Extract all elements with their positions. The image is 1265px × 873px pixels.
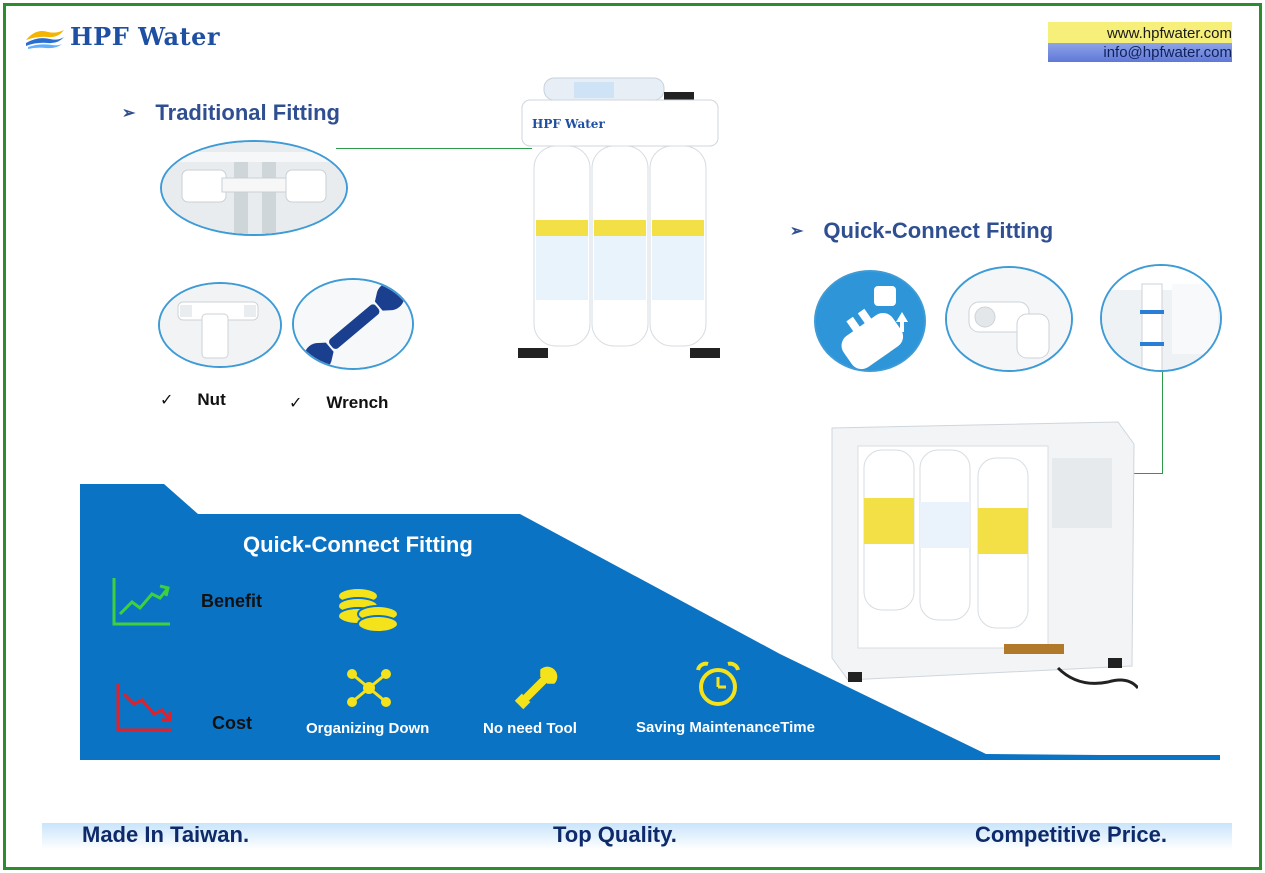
push-fit-icon <box>816 272 924 370</box>
traditional-fitting-heading: ➢ Traditional Fitting <box>122 100 340 126</box>
quick-connect-usage-photo <box>814 270 926 372</box>
quick-connect-installed-photo <box>1100 264 1222 372</box>
banner-title: Quick-Connect Fitting <box>243 532 473 557</box>
product-brand-label: HPF Water <box>532 117 605 131</box>
nut-checklist-item: ✓ Nut <box>160 390 226 410</box>
nut-label: Nut <box>197 390 226 409</box>
quick-connect-heading: ➢ Quick-Connect Fitting <box>790 218 1053 244</box>
wrench-icon <box>294 280 412 368</box>
arrowhead-bullet-icon: ➢ <box>122 105 136 122</box>
nut-photo <box>158 282 282 368</box>
benefit-label: Benefit <box>201 591 263 611</box>
alarm-clock-icon <box>696 661 740 706</box>
quick-connect-ro-cabinet-photo <box>831 421 1138 690</box>
cost-label: Cost <box>212 713 252 733</box>
elbow-fitting-icon <box>947 268 1071 370</box>
traditional-fitting-title: Traditional Fitting <box>155 100 340 125</box>
brand-name: HPF Water <box>70 22 221 51</box>
wrench-icon <box>514 666 558 710</box>
coins-icon <box>337 587 399 633</box>
website-link[interactable]: www.hpfwater.com <box>1048 22 1232 43</box>
email-link[interactable]: info@hpfwater.com <box>1048 43 1232 62</box>
traditional-connector-line <box>336 148 532 149</box>
checkmark-icon: ✓ <box>289 395 303 412</box>
trend-down-icon <box>116 684 172 732</box>
feature-organizing-down: Organizing Down <box>306 720 430 737</box>
footer-made-in-taiwan: Made In Taiwan. <box>82 822 250 847</box>
trend-up-icon <box>112 578 170 626</box>
contact-box: www.hpfwater.com info@hpfwater.com <box>1048 22 1242 64</box>
traditional-fitting-photo <box>160 140 348 236</box>
footer-top-quality: Top Quality. <box>553 822 677 847</box>
feature-saving-maintenance-time: Saving MaintenanceTime <box>636 719 815 736</box>
quick-connect-title: Quick-Connect Fitting <box>823 218 1054 243</box>
footer-competitive-price: Competitive Price. <box>975 822 1167 847</box>
quick-connect-connector-vertical <box>1162 372 1163 474</box>
network-icon <box>347 669 391 707</box>
tee-nut-icon <box>160 284 280 366</box>
traditional-ro-system-photo: HPF Water <box>518 77 720 358</box>
feature-no-need-tool: No need Tool <box>483 720 577 737</box>
wrench-label: Wrench <box>326 393 389 412</box>
wrench-photo <box>292 278 414 370</box>
installed-fitting-icon <box>1102 266 1220 370</box>
quick-connect-elbow-photo <box>945 266 1073 372</box>
checkmark-icon: ✓ <box>160 392 174 409</box>
footer-bar <box>42 823 1232 850</box>
traditional-fitting-illustration <box>162 142 346 234</box>
wave-logo-icon <box>26 29 64 49</box>
arrowhead-bullet-icon: ➢ <box>790 223 804 240</box>
wrench-checklist-item: ✓ Wrench <box>289 393 388 413</box>
brand-logo[interactable]: HPF Water <box>24 22 220 51</box>
